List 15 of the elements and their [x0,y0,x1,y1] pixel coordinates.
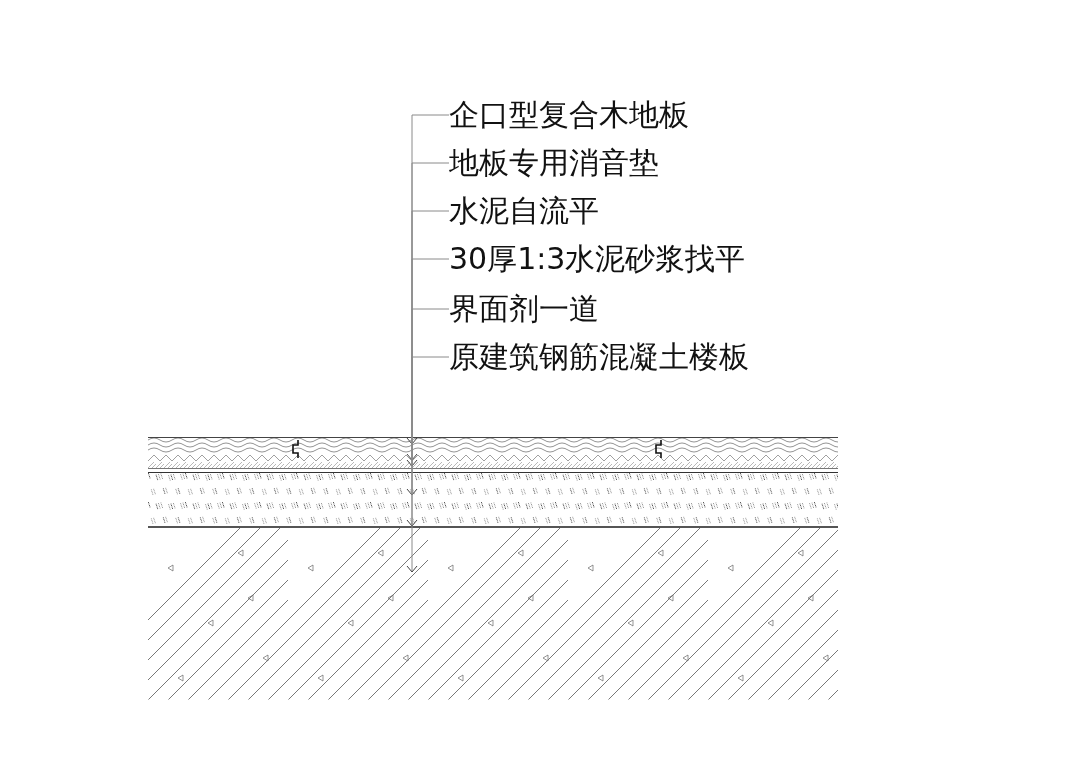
leader-line [406,162,450,461]
leader-line [406,114,450,445]
layer-label: 地板专用消音垫 [449,143,659,183]
leader-line [406,210,450,467]
layer-label: 水泥自流平 [449,191,599,231]
leader-line [406,258,450,496]
leader-line [406,308,450,527]
layer-label: 30厚1:3水泥砂浆找平 [449,239,746,279]
self-leveling-layer [148,468,838,473]
sound-pad-layer [148,462,838,468]
leader-line [406,356,450,573]
layer-label: 原建筑钢筋混凝土楼板 [449,337,749,377]
wood-floor-layer [148,437,838,462]
layer-label: 界面剂一道 [449,289,599,329]
layer-label: 企口型复合木地板 [449,95,689,135]
